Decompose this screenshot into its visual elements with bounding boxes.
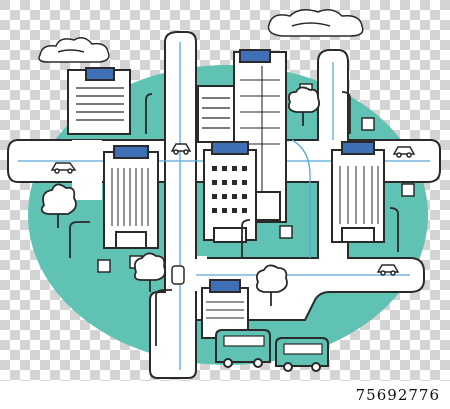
bus-icon	[275, 337, 329, 372]
tree-icon	[287, 86, 321, 126]
tree-icon	[255, 264, 288, 306]
car-icon	[171, 265, 185, 285]
street-lamp-icon	[69, 91, 399, 346]
tree-icon	[133, 252, 166, 292]
stock-id: 75692776	[355, 386, 440, 404]
office-building-icon	[203, 141, 257, 243]
bus-icon	[215, 329, 271, 368]
car-icon	[170, 143, 192, 155]
cloud-icon	[38, 9, 364, 63]
car-icon	[376, 264, 400, 276]
office-building-icon	[331, 141, 385, 243]
office-building-icon	[67, 67, 131, 135]
office-building-icon	[103, 145, 159, 249]
tree-icon	[40, 183, 77, 228]
id-strip	[0, 381, 450, 409]
car-icon	[50, 162, 77, 174]
car-icon	[392, 146, 416, 158]
